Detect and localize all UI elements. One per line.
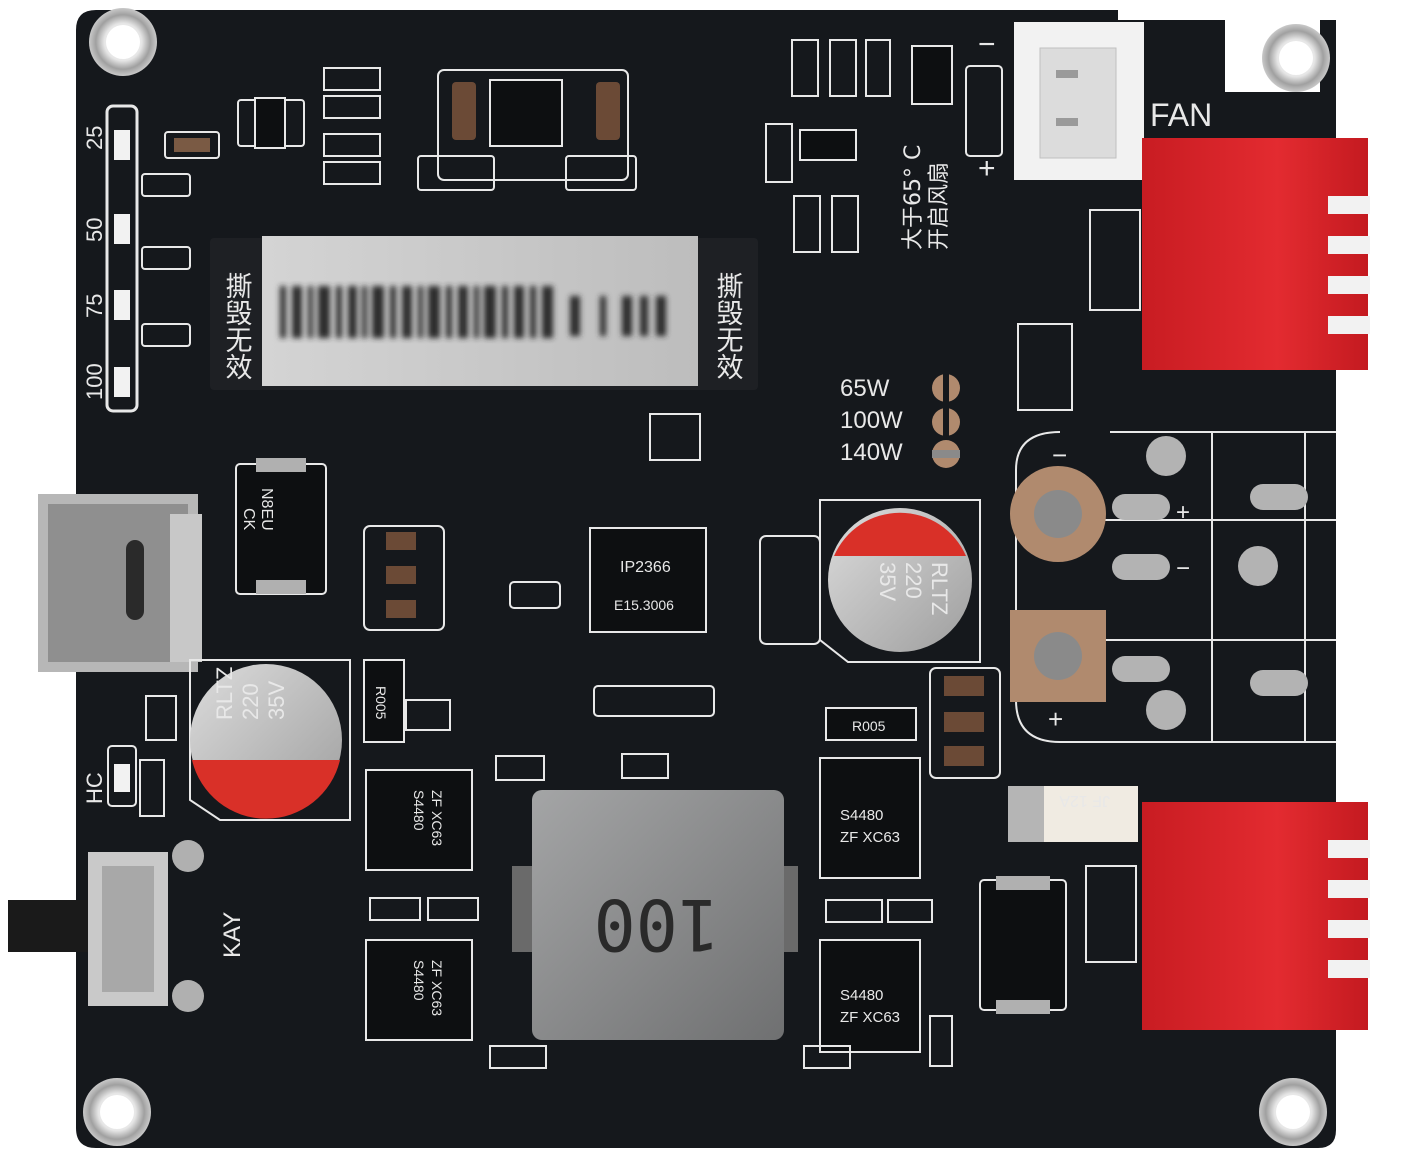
mosfet-2-line1: S4480 [411,960,427,1001]
mounting-hole-bottom-right [1259,1078,1327,1146]
terminal-block-top[interactable] [1142,138,1370,370]
shunt-resistor [363,659,917,743]
mosfet-1-line1: S4480 [411,790,427,831]
cap-cluster-center [363,525,715,717]
mounting-hole-top-left [89,8,157,76]
kay-label: KAY [219,912,246,958]
capacitor-right [819,499,981,663]
diode-top-text: N8EU [258,488,275,531]
mosfet-4-line1: S4480 [840,987,883,1004]
led-column [105,104,191,413]
fan-label: FAN [1150,97,1212,133]
fan-note-line2: 开启风扇 [927,162,952,250]
mosfet-2-line2: ZF XC63 [429,960,445,1016]
inductor [512,790,798,1040]
power-select-pads[interactable] [932,374,960,468]
sticker-text-left: 撕毁无效 [221,272,253,380]
capacitor-right-line1: RLTZ [927,562,952,615]
led-label-75: 75 [82,294,107,318]
ic-chip-label: IP2366 [620,559,671,576]
mosfet-3 [819,757,921,879]
capacitor-left-line1: RLTZ [212,667,237,720]
sticker-text-right: 撕毁无效 [712,272,744,380]
fan-minus-sign: − [978,28,996,61]
capacitor-right-line3: 35V [875,562,900,601]
mosfet-2 [365,939,473,1041]
mounting-hole-bottom-left [83,1078,151,1146]
via-pads [1112,436,1308,730]
mosfet-4-line2: ZF XC63 [840,1009,900,1026]
terminal-minus-sign: − [1052,440,1067,470]
capacitor-left-line3: 35V [264,681,289,720]
hc-led [107,745,165,817]
shunt-resistor-label-left: R005 [373,686,389,720]
io-plus-sign: + [1176,499,1190,526]
ic-chip [589,527,707,633]
shunt-resistor-label: R005 [852,718,886,734]
fan-smd-cluster [765,39,1003,253]
ic-chip-sublabel: E15.3006 [614,597,674,613]
misc-smd [145,695,953,1069]
fan-connector[interactable] [1014,22,1144,180]
fan-plus-sign: + [978,152,996,185]
capacitor-right-line2: 220 [901,562,926,599]
led-label-100: 100 [82,363,107,400]
fan-note-line1: 大于65° C [901,145,926,250]
usb-c-port[interactable] [38,494,202,672]
diode-bottom [979,876,1067,1014]
led-label-25: 25 [82,126,107,150]
inductor-label: 100 [594,883,720,965]
mosfet-1 [365,769,473,871]
top-smd-cluster [164,67,637,191]
power-option-100w: 100W [840,407,903,434]
terminal-side-resistors [1017,209,1141,963]
capacitor-left [189,659,351,821]
cap-cluster-right [759,535,1001,779]
led-label-50: 50 [82,218,107,242]
mosfet-4 [819,939,921,1053]
power-option-65w: 65W [840,375,890,402]
mosfet-1-line2: ZF XC63 [429,790,445,846]
resistor-pair-mid [649,413,701,461]
fuse [1008,786,1138,842]
terminal-block-bottom[interactable] [1142,802,1370,1030]
terminal-plus-sign: + [1048,704,1063,734]
resistor-smd [174,138,210,152]
diode-top-text2: CK [240,508,257,531]
cap-smd [596,82,620,140]
kay-button[interactable] [8,840,204,1012]
output-terminal-minus[interactable] [1010,466,1106,562]
diode-top [235,458,327,595]
capacitor-left-line2: 220 [238,683,263,720]
mounting-hole-top-right [1262,24,1330,92]
mosfet-3-line2: ZF XC63 [840,829,900,846]
cap-smd [452,82,476,140]
fuse-label: JF 12A [1059,792,1110,809]
io-minus-sign: − [1176,555,1190,582]
output-terminal-plus[interactable] [1010,610,1106,702]
mosfet-3-line1: S4480 [840,807,883,824]
power-option-140w: 140W [840,439,903,466]
warranty-sticker [210,236,758,390]
hc-label: HC [82,772,107,804]
